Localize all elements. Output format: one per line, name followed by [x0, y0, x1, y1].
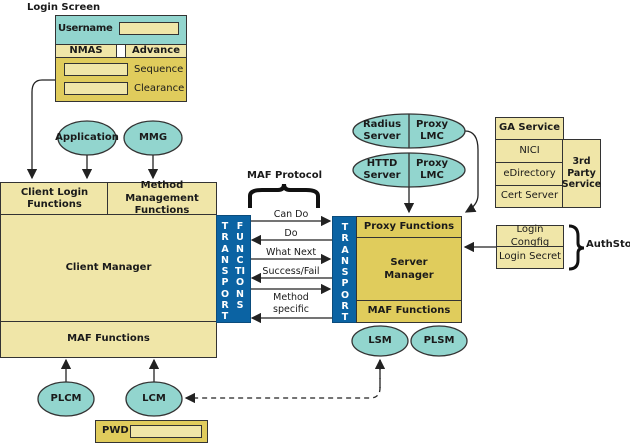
lsm-lcm-dashed-arrow	[184, 360, 381, 404]
sequence-input[interactable]	[64, 63, 128, 76]
client-maf-functions: MAF Functions	[0, 321, 217, 358]
application-node: Application	[55, 132, 119, 143]
plsm-ellipse	[410, 325, 468, 357]
login-config: Login Congfig	[496, 224, 564, 248]
login-secret: Login Secret	[496, 246, 564, 269]
msg-method-specific: Method specific	[273, 292, 309, 316]
plcm-ellipse	[37, 381, 95, 417]
username-label: Username	[58, 23, 113, 34]
maf-protocol-brace	[248, 183, 320, 208]
clearance-input[interactable]	[64, 82, 128, 95]
client-transport-block	[216, 215, 251, 323]
msg-do: Do	[284, 228, 298, 239]
lsm-ellipse	[351, 325, 409, 357]
server-transport-label: TRANSPORT	[340, 222, 350, 324]
method-management-functions: Method Management Functions	[107, 180, 217, 216]
radius-server-node: Radius Server	[362, 119, 402, 142]
sequence-label: Sequence	[134, 64, 184, 75]
httd-proxy-lmc: Proxy LMC	[415, 158, 449, 181]
cert-server: Cert Server	[495, 185, 564, 208]
msg-success-fail: Success/Fail	[262, 266, 320, 277]
httd-server-node: HTTD Server	[363, 158, 401, 181]
lcm-ellipse	[125, 381, 183, 417]
msg-what-next: What Next	[265, 247, 317, 258]
server-manager: Server Manager	[356, 237, 462, 302]
lcm-node: LCM	[142, 393, 166, 404]
edirectory: eDirectory	[495, 162, 564, 186]
ga-service: GA Service	[495, 117, 564, 140]
third-party-service: 3rd Party Service	[562, 139, 601, 208]
client-manager: Client Manager	[0, 214, 217, 323]
maf-protocol-title: MAF Protocol	[247, 170, 323, 181]
plcm-node: PLCM	[50, 393, 82, 404]
nici: NICI	[495, 139, 564, 163]
authstore-brace	[568, 224, 585, 271]
mmg-node: MMG	[138, 132, 168, 143]
login-to-client-arrow	[26, 79, 55, 180]
mmg-ellipse	[123, 120, 183, 156]
lsm-node: LSM	[368, 335, 392, 346]
application-ellipse	[57, 120, 117, 156]
login-screen-title: Login Screen	[27, 2, 101, 13]
pwd-input[interactable]	[130, 425, 202, 438]
clearance-label: Clearance	[134, 83, 185, 94]
client-transport-label: TRANSPORT	[220, 221, 230, 323]
proxy-functions: Proxy Functions	[356, 216, 462, 239]
pwd-label: PWD	[102, 425, 129, 437]
server-maf-functions: MAF Functions	[356, 300, 462, 323]
advance-tab[interactable]: Advance	[125, 44, 187, 58]
client-login-functions: Client Login Functions	[0, 182, 109, 216]
radius-proxy-lmc: Proxy LMC	[415, 119, 449, 142]
radius-arrow	[464, 130, 479, 213]
msg-can-do: Can Do	[273, 209, 309, 220]
client-functions-label: FUNCTIONS	[235, 221, 246, 312]
authstore-label: AuthStore	[586, 239, 630, 250]
nmas-tab[interactable]: NMAS	[55, 44, 117, 58]
plsm-node: PLSM	[423, 335, 455, 346]
username-input[interactable]	[119, 22, 179, 35]
